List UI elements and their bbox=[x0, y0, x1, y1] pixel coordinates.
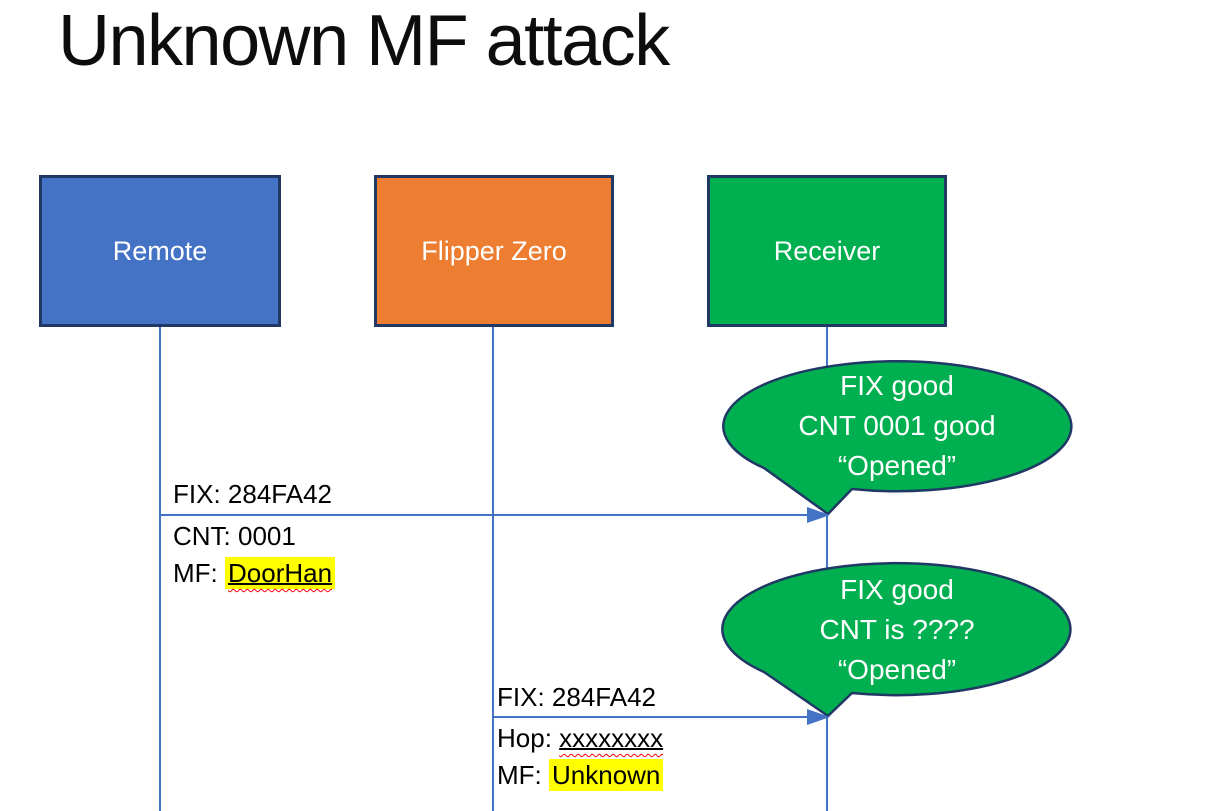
callout-2-line-1: FIX good bbox=[840, 574, 954, 605]
actor-box-flipper-zero: Flipper Zero bbox=[374, 175, 614, 327]
actor-label-remote: Remote bbox=[112, 235, 208, 266]
message-1-mf-value: DoorHan bbox=[228, 558, 333, 588]
actor-label-flipper-zero: Flipper Zero bbox=[421, 235, 567, 266]
actor-box-remote: Remote bbox=[39, 175, 281, 327]
callout-1-text: FIX good CNT 0001 good “Opened” bbox=[723, 364, 1071, 488]
callout-1-line-1: FIX good bbox=[840, 370, 954, 401]
callout-2-text: FIX good CNT is ???? “Opened” bbox=[723, 568, 1071, 692]
callout-2-line-3: “Opened” bbox=[837, 654, 957, 685]
message-2-hop-label: Hop: xxxxxxxx bbox=[497, 723, 663, 753]
callout-1-line-2: CNT 0001 good bbox=[798, 410, 996, 441]
message-1-mf-prefix: MF: bbox=[173, 558, 225, 588]
message-2-hop-value: xxxxxxxx bbox=[559, 723, 664, 753]
message-2-hop-underline: xxxxxxxx bbox=[559, 723, 663, 753]
message-1-mf-underline: DoorHan bbox=[228, 558, 332, 588]
actor-box-receiver: Receiver bbox=[707, 175, 947, 327]
message-1-fix-label: FIX: 284FA42 bbox=[173, 479, 332, 509]
callout-2-line-2: CNT is ???? bbox=[819, 614, 975, 645]
message-2-arrowhead bbox=[807, 709, 830, 725]
actor-label-receiver: Receiver bbox=[773, 235, 881, 266]
message-1-cnt-label: CNT: 0001 bbox=[173, 521, 296, 551]
message-2-fix-label: FIX: 284FA42 bbox=[497, 682, 656, 712]
message-1-mf-label: MF: DoorHan bbox=[173, 557, 336, 589]
message-2-hop-prefix: Hop: bbox=[497, 723, 560, 753]
message-2-mf-value: Unknown bbox=[549, 759, 664, 791]
slide-title: Unknown MF attack bbox=[58, 1, 670, 81]
message-1-mf-highlight: DoorHan bbox=[225, 557, 336, 589]
callout-1-line-3: “Opened” bbox=[837, 450, 957, 481]
message-2-mf-label: MF: Unknown bbox=[497, 759, 664, 791]
message-2-mf-prefix: MF: bbox=[497, 760, 549, 790]
message-1-arrowhead bbox=[807, 507, 830, 523]
